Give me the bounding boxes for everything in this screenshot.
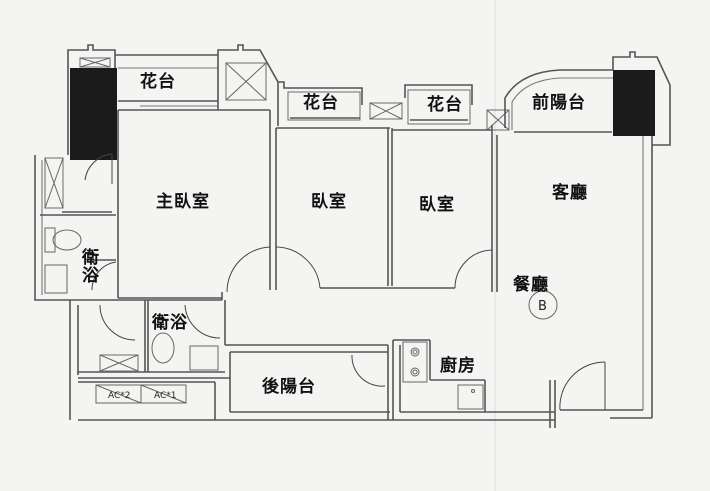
room-labels: 花台 花台 花台 前陽台 主臥室 臥室 臥室 客廳 餐廳 B 衛浴 衛浴 後陽台… bbox=[78, 71, 588, 401]
label-bedroom-2: 臥室 bbox=[419, 194, 455, 215]
toilet-icon bbox=[151, 332, 175, 364]
duct-box bbox=[225, 62, 267, 101]
shaft-left bbox=[70, 68, 117, 160]
label-living-room: 客廳 bbox=[551, 182, 588, 203]
label-kitchen: 廚房 bbox=[440, 355, 476, 376]
label-flower-bed-3: 花台 bbox=[427, 94, 463, 115]
label-rear-balcony: 後陽台 bbox=[262, 376, 316, 397]
label-ac-1: AC*1 bbox=[154, 391, 177, 401]
fixtures bbox=[44, 227, 558, 410]
toilet-icon bbox=[52, 229, 82, 251]
label-marker-b: B bbox=[538, 299, 547, 314]
shaft-right bbox=[613, 70, 655, 136]
label-bedroom-1: 臥室 bbox=[311, 191, 347, 212]
label-flower-bed-2: 花台 bbox=[303, 92, 339, 113]
label-ac-2: AC*2 bbox=[108, 391, 131, 401]
sink-icon bbox=[44, 264, 68, 294]
stove-icon bbox=[402, 341, 428, 383]
label-dining-room: 餐廳 bbox=[513, 274, 549, 295]
interior-walls bbox=[40, 109, 498, 421]
kitchen-sink-icon bbox=[457, 384, 484, 410]
ac-unit-1 bbox=[140, 384, 187, 404]
label-front-balcony: 前陽台 bbox=[532, 92, 586, 113]
label-master-bedroom: 主臥室 bbox=[156, 191, 210, 212]
doors bbox=[84, 153, 606, 411]
label-flower-bed-1: 花台 bbox=[140, 71, 176, 92]
sink-icon bbox=[189, 345, 219, 371]
marker-circle bbox=[528, 290, 558, 320]
label-bathroom-1: 衛浴 bbox=[78, 247, 100, 284]
outer-walls bbox=[34, 44, 671, 428]
label-bathroom-2: 衛浴 bbox=[151, 312, 188, 333]
